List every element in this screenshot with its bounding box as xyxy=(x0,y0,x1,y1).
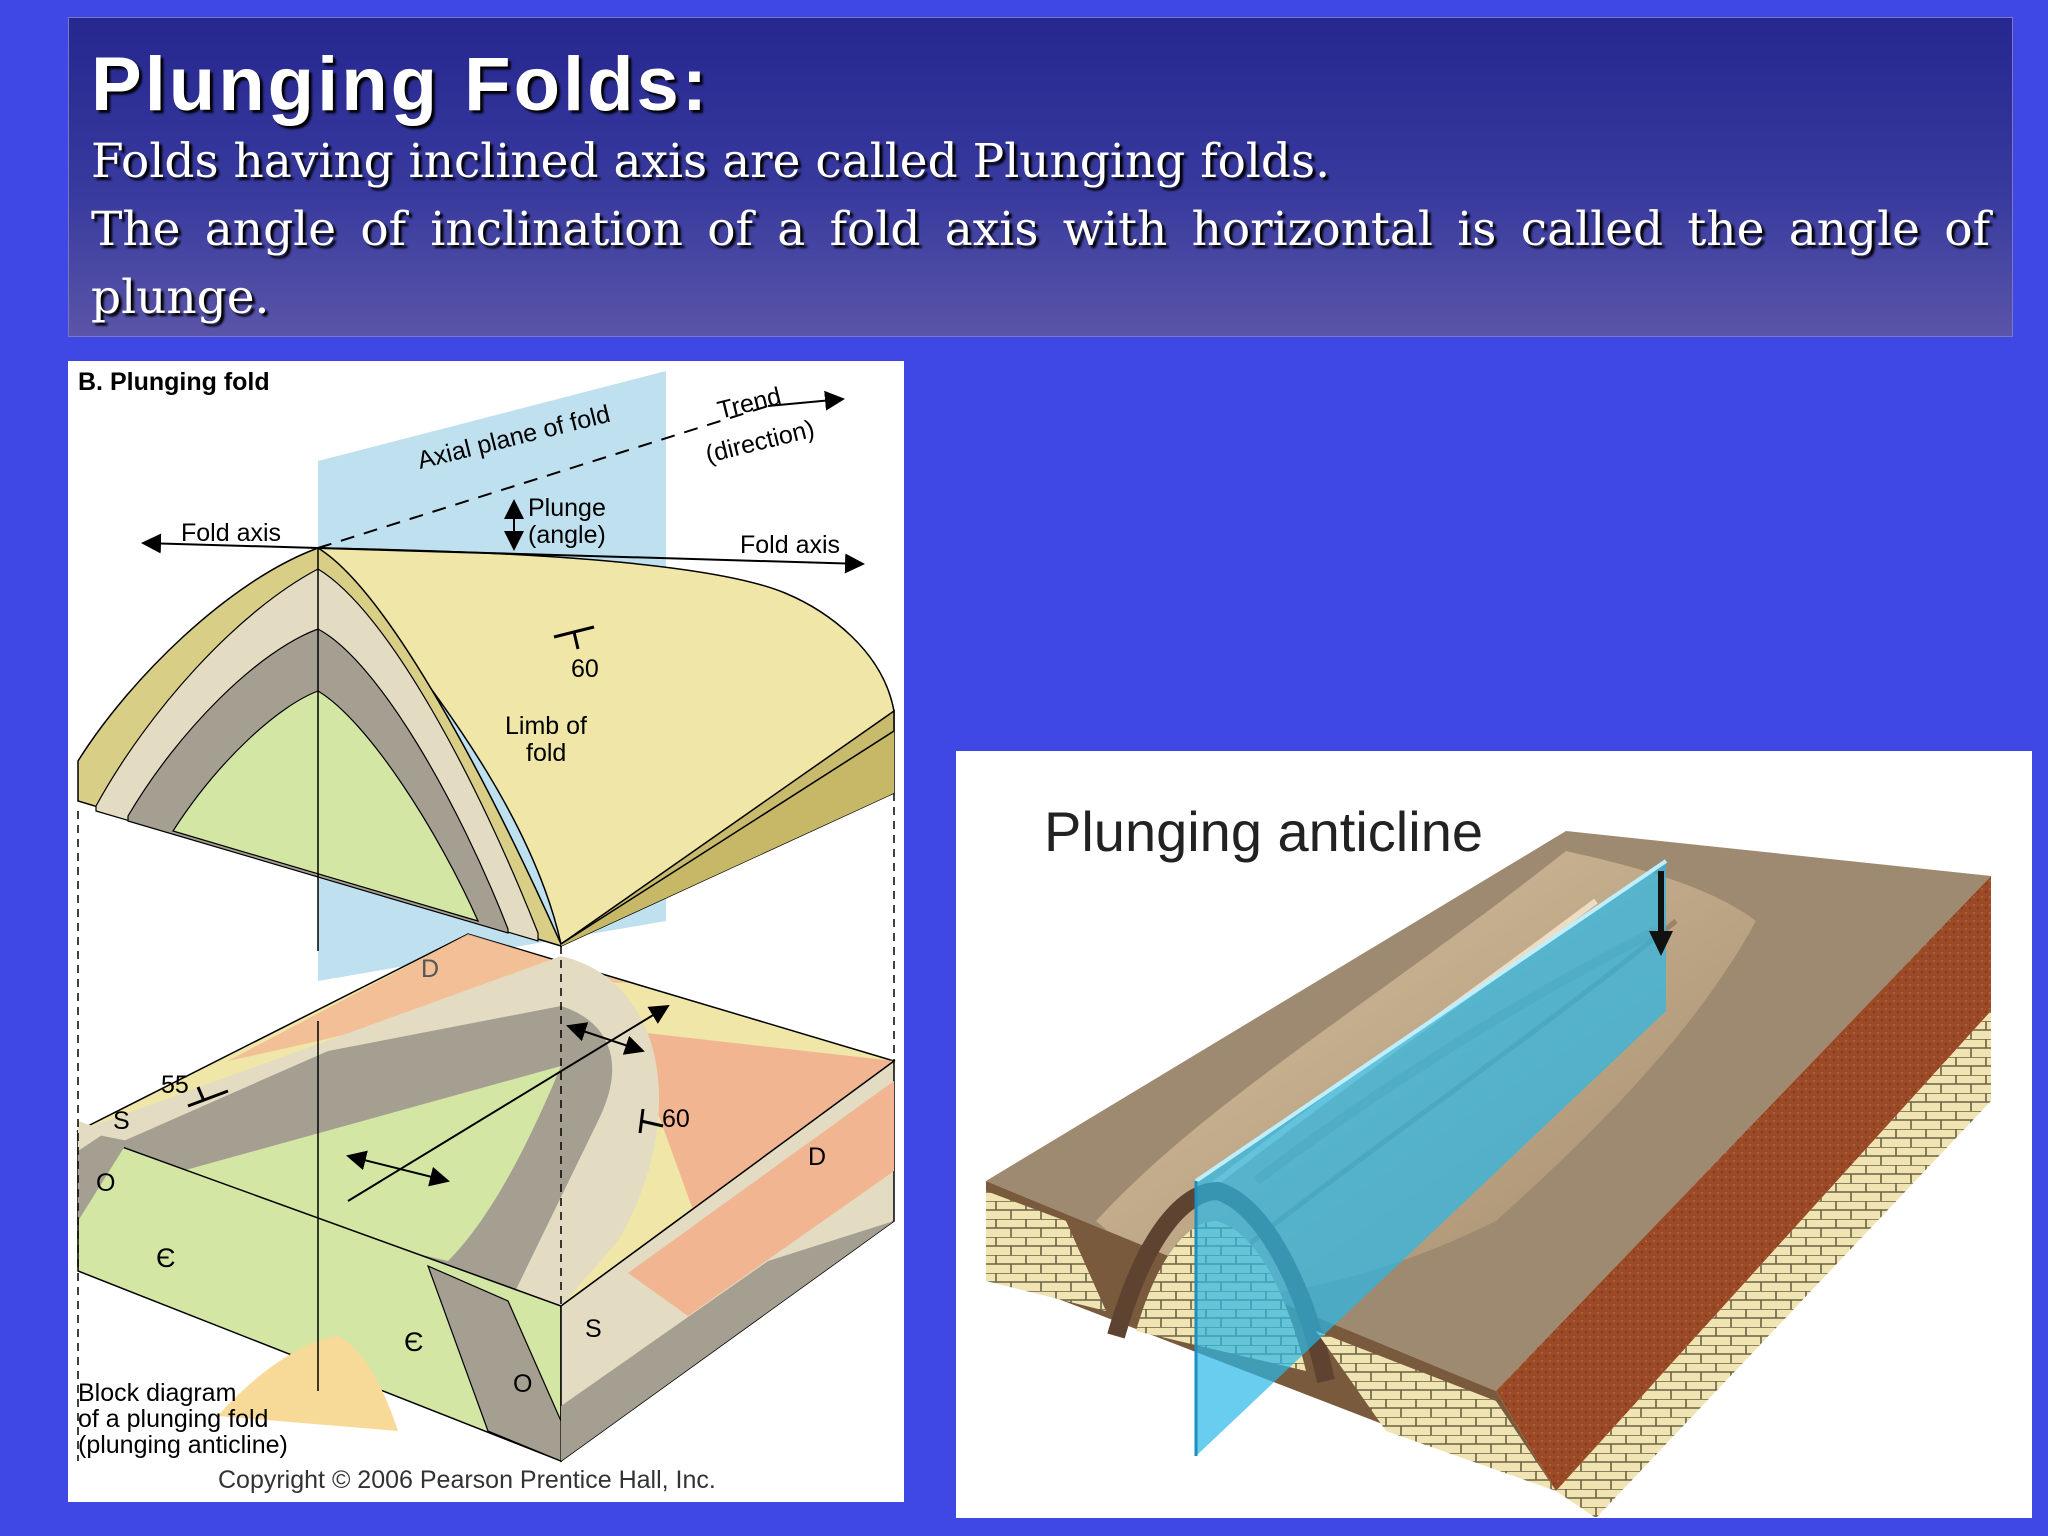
label-dip-top: 60 xyxy=(571,655,599,683)
trend-dashed-line xyxy=(317,405,769,549)
right-brick-face xyxy=(1556,1011,1991,1518)
label-dip-55: 55 xyxy=(161,1071,189,1099)
fold-axis-left-arrow xyxy=(141,533,319,554)
plunging-anticline-illustration: Plunging anticline xyxy=(986,800,1991,1518)
label-dip-60-lower: 60 xyxy=(662,1105,690,1133)
label-trend-direction: (direction) xyxy=(703,415,818,469)
figure-title: Plunging anticline xyxy=(1044,800,1483,863)
plunging-anticline-figure: Plunging anticline xyxy=(956,751,2032,1518)
slide-header: Plunging Folds: Folds having inclined ax… xyxy=(68,17,2013,337)
label-unit-d-top: D xyxy=(421,955,439,983)
plunging-fold-diagram: B. Plunging fold Axial plane of fold Tre… xyxy=(76,368,896,1494)
plunge-angle-line: The angle of inclination of a fold axis … xyxy=(91,202,1990,257)
fold-limb-surface xyxy=(316,547,895,946)
right-soil-face xyxy=(1496,876,1991,1491)
label-unit-s-front: S xyxy=(585,1315,602,1343)
plunging-fold-figure: B. Plunging fold Axial plane of fold Tre… xyxy=(68,361,904,1502)
front-brick-right xyxy=(1316,1331,1556,1491)
label-limb-1: Limb of xyxy=(505,712,587,740)
caption-line-1: Block diagram xyxy=(78,1379,236,1407)
label-plunge: Plunge xyxy=(528,494,606,522)
map-dip-arrow xyxy=(346,1150,450,1187)
map-unit-d-right xyxy=(628,1031,894,1251)
front-brick-left xyxy=(986,1191,1106,1311)
caption-line-2: of a plunging fold xyxy=(78,1405,268,1433)
map-unit-cambrian xyxy=(128,1066,561,1261)
front-bed-orange xyxy=(218,1336,398,1431)
label-unit-c-left: Є xyxy=(156,1243,175,1273)
fold-bed-green xyxy=(172,690,480,922)
panel-title: B. Plunging fold xyxy=(78,368,270,396)
plunge-angle-line-end: plunge. xyxy=(91,270,270,325)
label-limb-2: fold xyxy=(526,739,566,767)
map-unit-d-far xyxy=(228,934,628,1061)
label-unit-c-front: Є xyxy=(404,1327,423,1357)
label-fold-axis-right: Fold axis xyxy=(740,531,840,559)
axial-plane xyxy=(1196,861,1666,1456)
trend-arrow xyxy=(767,390,845,411)
right-face-orange xyxy=(628,1081,894,1316)
definition-line: Folds having inclined axis are called Pl… xyxy=(91,134,1331,189)
copyright: Copyright © 2006 Pearson Prentice Hall, … xyxy=(218,1466,716,1494)
map-limb-arrow xyxy=(566,1022,645,1055)
fold-axis-right-arrow xyxy=(317,547,865,574)
label-unit-d-right: D xyxy=(808,1143,826,1171)
slide-title: Plunging Folds: xyxy=(91,42,711,127)
label-trend: Trend xyxy=(715,382,784,425)
label-unit-o-left: O xyxy=(96,1169,115,1197)
label-fold-axis-left: Fold axis xyxy=(181,519,281,547)
label-unit-o-front: O xyxy=(513,1370,532,1398)
caption-line-3: (plunging anticline) xyxy=(78,1431,288,1459)
label-unit-s-left: S xyxy=(113,1107,130,1135)
label-plunge-angle: (angle) xyxy=(528,521,606,549)
right-face-gray xyxy=(561,1221,894,1461)
